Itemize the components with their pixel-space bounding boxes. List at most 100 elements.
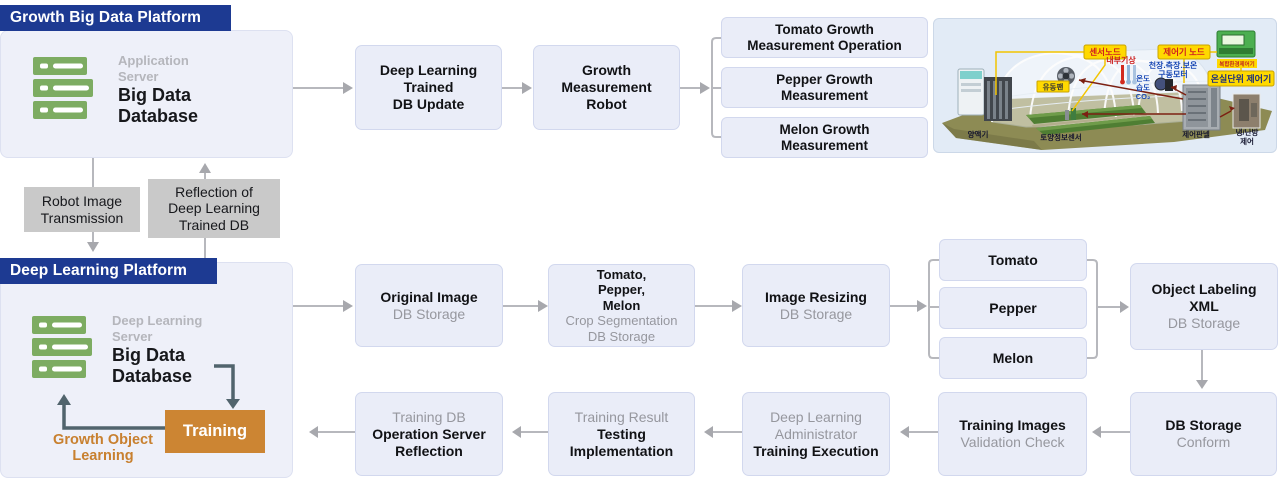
box-line: XML <box>1189 298 1219 314</box>
temp-label: 온도 <box>1136 74 1150 83</box>
box-line: Operation Server <box>372 425 486 442</box>
box-line: DB Storage <box>1165 417 1242 433</box>
indoor-weather-label: 내부기상 <box>1106 55 1136 65</box>
arrowhead-up-icon <box>199 163 211 173</box>
arrowhead-right-icon <box>538 300 548 312</box>
box-line: DB Storage <box>587 328 656 344</box>
box-line: Measurement Operation <box>747 37 902 53</box>
growth-platform-title: Growth Big Data Platform <box>10 9 201 26</box>
fan-label-bg <box>1036 80 1070 93</box>
motor-label: 천장.측장.보온 <box>1149 60 1198 70</box>
arrowhead-right-icon <box>700 82 710 94</box>
server-stack-icon <box>32 316 92 378</box>
nutrient-label: 양액기 <box>968 129 989 139</box>
arrowhead-left-icon <box>900 426 909 438</box>
arrowhead-right-icon <box>732 300 742 312</box>
box-tomato-growth-measurement: Tomato Growth Measurement Operation <box>721 17 928 58</box>
label-line: Trained DB <box>178 216 250 233</box>
box-line: DB Storage <box>392 305 466 322</box>
deep-learning-platform-header: Deep Learning Platform <box>0 258 217 284</box>
control-arrowheads <box>1079 78 1235 118</box>
label-line: Deep Learning <box>168 200 260 217</box>
greenhouse-scene: 센서노드 제어기 노드 온실단위 제어기 복합환경제어기 내부기상 천장.측장.… <box>942 30 1275 150</box>
reflection-trained-db-label: Reflection of Deep Learning Trained DB <box>148 179 280 238</box>
server-title: Database <box>118 106 199 126</box>
box-line: Testing <box>597 425 646 442</box>
box-line: Pepper, <box>598 282 645 298</box>
training-label: Training <box>182 422 248 440</box>
box-line: Pepper <box>989 299 1037 316</box>
box-object-labeling-xml: Object Labeling XML DB Storage <box>1130 263 1278 350</box>
box-line: Validation Check <box>960 434 1065 450</box>
bracket-crop-stack-right <box>1087 259 1120 359</box>
box-line: Trained <box>403 79 454 95</box>
server-caption: Server <box>118 69 159 84</box>
box-line: Tomato Growth <box>775 21 874 37</box>
label-line: Transmission <box>40 209 124 226</box>
box-line: Crop Segmentation <box>565 313 678 329</box>
box-pepper-growth-measurement: Pepper Growth Measurement <box>721 67 928 108</box>
arrowhead-right-icon <box>343 300 353 312</box>
growth-platform-header: Growth Big Data Platform <box>0 5 231 31</box>
bracket-crop-stack-left <box>928 259 939 359</box>
box-line: Growth <box>582 62 631 78</box>
control-panel-label: 제어판넬 <box>1182 129 1210 139</box>
hvac-label: 제어 <box>1240 136 1254 146</box>
box-deep-learning-trained-db-update: Deep Learning Trained DB Update <box>355 45 502 130</box>
server-caption: Server <box>112 329 153 344</box>
hvac-photo-inset <box>1232 93 1261 129</box>
bracket-measurement-stack <box>711 37 721 138</box>
box-operation-server-reflection: Training DB Operation Server Reflection <box>355 392 503 476</box>
co2-label: CO₂ <box>1136 92 1151 101</box>
growth-object-learning-label: Growth Object Learning <box>38 432 168 464</box>
server-stack-icon <box>33 57 93 119</box>
box-line: Robot <box>586 96 627 112</box>
box-melon: Melon <box>939 337 1087 379</box>
box-tomato: Tomato <box>939 239 1087 281</box>
box-original-image-db-storage: Original Image DB Storage <box>355 264 503 347</box>
growth-server-text: Application Server Big Data Database <box>118 53 198 127</box>
training-box: Training <box>165 410 265 453</box>
arrowhead-right-icon <box>343 82 353 94</box>
box-line: DB Storage <box>779 305 853 322</box>
controller-node-label-bg <box>1157 44 1211 60</box>
box-line: Melon Growth <box>779 121 870 137</box>
fan-label: 유동팬 <box>1043 82 1064 92</box>
arrowhead-right-icon <box>917 300 927 312</box>
box-crop-segmentation-db-storage: Tomato, Pepper, Melon Crop Segmentation … <box>548 264 695 347</box>
box-line: Training Images <box>959 417 1066 433</box>
arrowhead-down-icon <box>87 242 99 252</box>
arrowhead-left-icon <box>704 426 713 438</box>
box-pepper: Pepper <box>939 287 1087 329</box>
arrowhead-right-icon <box>1120 301 1129 313</box>
unit-controller-label-bg <box>1207 70 1275 87</box>
robot-image-transmission-label: Robot Image Transmission <box>24 187 140 232</box>
ground-shadow <box>942 123 1042 150</box>
nutrient-machine <box>957 68 1012 121</box>
box-line: Implementation <box>569 442 674 459</box>
hvac-label: 냉/난방 <box>1236 127 1259 137</box>
box-line: Object Labeling <box>1151 281 1257 297</box>
deep-learning-platform-title: Deep Learning Platform <box>10 262 188 279</box>
box-line: Original Image <box>380 288 478 305</box>
unit-controller-device <box>1216 30 1257 68</box>
drive-motor <box>1154 77 1173 91</box>
box-line: Deep Learning <box>379 62 478 78</box>
arrowhead-down-icon <box>1196 380 1208 389</box>
server-title: Database <box>112 366 193 386</box>
humidity-label: 습도 <box>1136 82 1150 92</box>
box-line: Reflection <box>395 442 463 459</box>
arrowhead-right-icon <box>522 82 532 94</box>
label-line: Reflection of <box>175 183 253 200</box>
box-growth-measurement-robot: Growth Measurement Robot <box>533 45 680 130</box>
box-line: Training Execution <box>753 442 879 459</box>
box-line: Training Result <box>574 408 669 425</box>
box-image-resizing-db-storage: Image Resizing DB Storage <box>742 264 890 347</box>
device-caption-label: 복합환경제어기 <box>1219 60 1254 68</box>
box-line: Pepper Growth <box>776 71 873 87</box>
deep-server-text: Deep Learning Server Big Data Database <box>112 313 202 387</box>
arrowhead-left-icon <box>1092 426 1101 438</box>
box-melon-growth-measurement: Melon Growth Measurement <box>721 117 928 158</box>
box-line: Measurement <box>561 79 652 95</box>
